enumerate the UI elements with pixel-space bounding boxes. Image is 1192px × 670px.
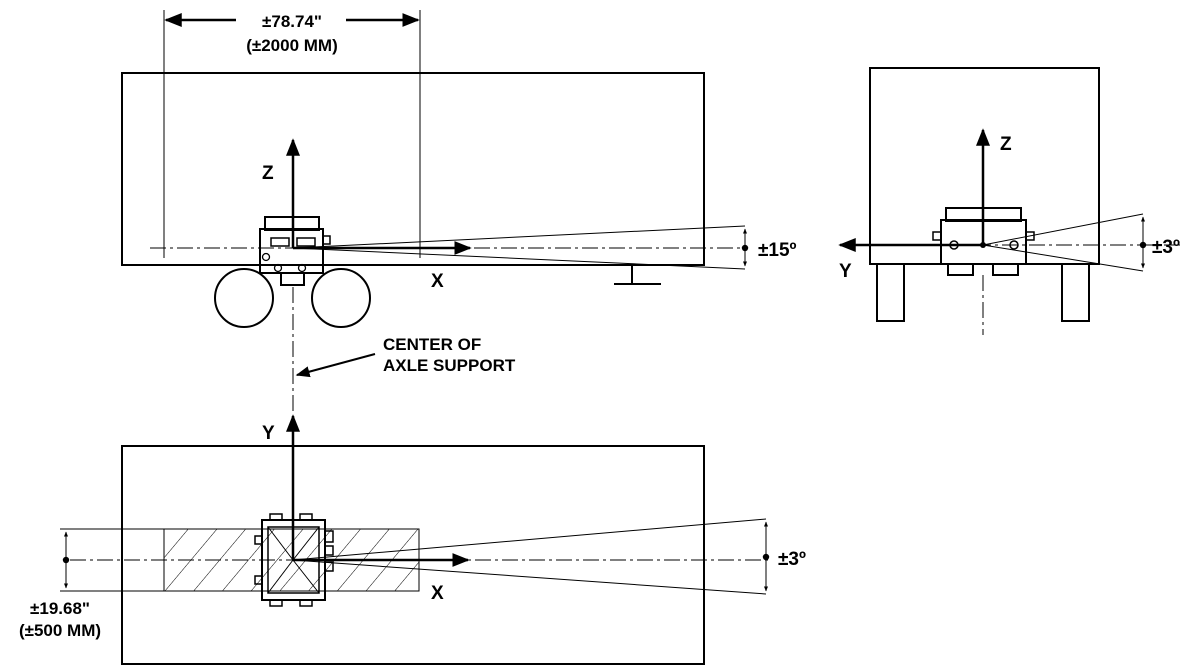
width-dim-mm: (±2000 MM) — [246, 36, 338, 55]
offset-dim-inches: ±19.68" — [30, 599, 90, 618]
roll-angle-label: ±3º — [1152, 237, 1180, 258]
side-wheel-right — [311, 268, 371, 328]
axle-support-label-line1: CENTER OF — [383, 335, 481, 354]
top-view: ±19.68" (±500 MM) Y X — [19, 414, 806, 665]
pitch-lower-line — [292, 247, 746, 270]
offset-pivot-dot — [62, 556, 70, 564]
roll-upper-line — [982, 213, 1144, 246]
top-x-label: X — [431, 583, 444, 604]
yaw-upper-line — [292, 518, 767, 561]
rear-view-frame — [869, 67, 1100, 265]
top-y-label: Y — [262, 423, 275, 444]
roll-pivot-dot — [1139, 241, 1147, 249]
side-wheel-left — [214, 268, 274, 328]
axle-support-leader — [295, 353, 376, 378]
pitch-angle-label: ±15º — [758, 240, 797, 261]
side-view-frame — [121, 72, 705, 266]
rear-y-label: Y — [839, 261, 852, 282]
side-x-label: X — [431, 271, 444, 292]
rear-view: Z Y ±3º — [838, 67, 1180, 335]
pitch-upper-line — [292, 225, 746, 249]
roll-lower-line — [982, 244, 1144, 272]
side-view: ±78.74" (±2000 MM) Z X — [121, 8, 797, 420]
rear-wheel-right — [1061, 263, 1090, 322]
top-view-frame — [121, 445, 705, 665]
offset-dim-mm: (±500 MM) — [19, 621, 101, 640]
side-sensor-unit — [259, 216, 331, 286]
yaw-angle-label: ±3º — [778, 549, 806, 570]
side-z-label: Z — [262, 163, 274, 184]
axle-support-label-line2: AXLE SUPPORT — [383, 356, 516, 375]
yaw-lower-line — [292, 559, 767, 595]
rear-z-label: Z — [1000, 134, 1012, 155]
rear-wheel-left — [876, 263, 905, 322]
yaw-pivot-dot — [762, 553, 770, 561]
width-dim-inches: ±78.74" — [262, 12, 322, 31]
pitch-pivot-dot — [741, 244, 749, 252]
